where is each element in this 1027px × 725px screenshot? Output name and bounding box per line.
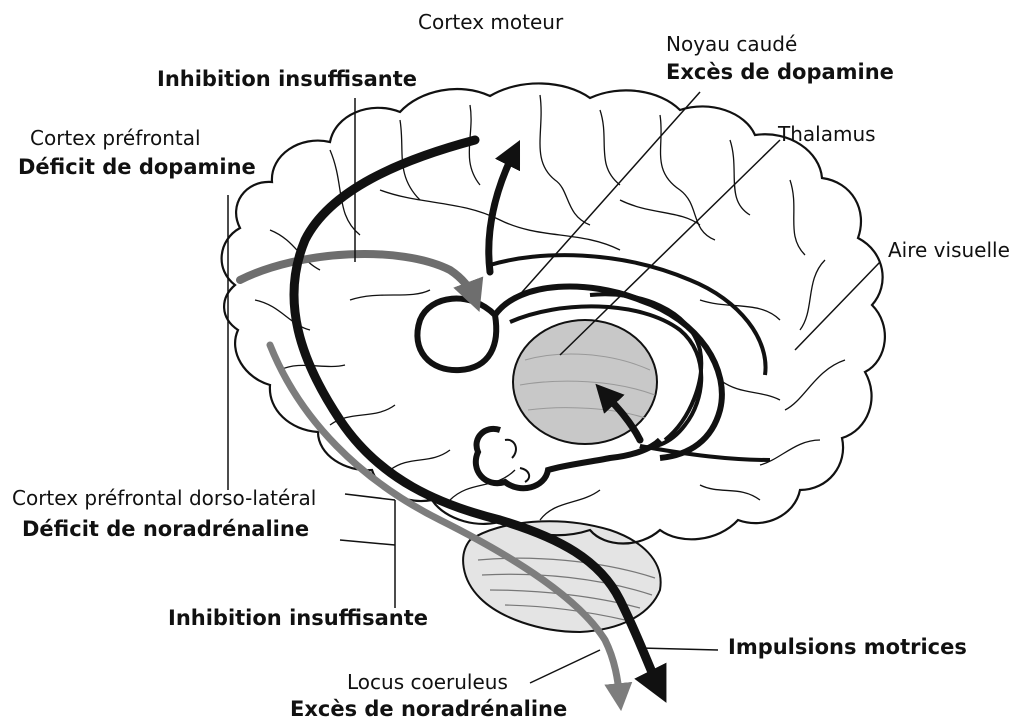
label-deficit-dopamine: Déficit de dopamine	[18, 157, 256, 178]
label-cortex-prefrontal: Cortex préfrontal	[30, 128, 201, 148]
label-cortex-dorso: Cortex préfrontal dorso-latéral	[12, 488, 316, 508]
brain-outline	[222, 83, 885, 543]
caudate-nucleus	[417, 299, 496, 371]
label-exces-noradrenaline: Excès de noradrénaline	[290, 699, 567, 720]
label-deficit-noradrenaline: Déficit de noradrénaline	[22, 519, 309, 540]
label-impulsions-motrices: Impulsions motrices	[728, 637, 967, 658]
label-noyau-caude: Noyau caudé	[666, 34, 797, 54]
label-locus-coeruleus: Locus coeruleus	[347, 672, 508, 692]
motor-cortex-arrow	[489, 150, 515, 272]
label-cortex-moteur: Cortex moteur	[418, 12, 563, 32]
label-inhibition-top: Inhibition insuffisante	[157, 69, 417, 90]
label-inhibition-bottom: Inhibition insuffisante	[168, 608, 428, 629]
label-aire-visuelle: Aire visuelle	[888, 240, 1010, 260]
label-thalamus: Thalamus	[778, 124, 876, 144]
dopamine-path-prefrontal	[240, 254, 475, 300]
label-exces-dopamine: Excès de dopamine	[666, 62, 894, 83]
